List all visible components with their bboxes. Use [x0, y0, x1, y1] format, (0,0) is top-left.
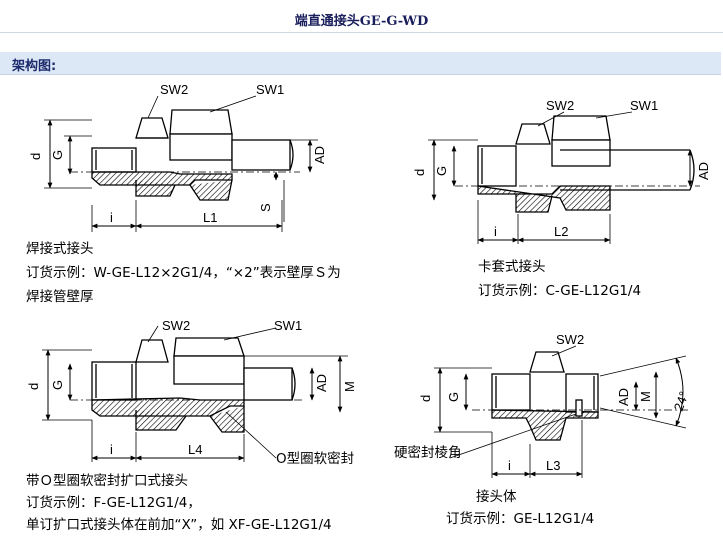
page-title: 端直通接头GE-G-WD — [294, 14, 429, 29]
fig4-order-example: 订货示例：GE-L12G1/4 — [446, 511, 595, 527]
fig1-order-example: 订货示例：W-GE-L12×2G1/4，“×2”表示壁厚Ｓ为 — [26, 265, 341, 281]
fig1-s-label: S — [258, 203, 273, 212]
fig1-i-label: i — [110, 210, 113, 225]
fig2-order-example: 订货示例：C-GE-L12G1/4 — [478, 283, 642, 299]
fig1-note: 焊接管壁厚 — [26, 289, 94, 305]
fig3-sw2-label: SW2 — [162, 318, 190, 333]
fig1-d-label: d — [28, 153, 43, 160]
fig1-sw2-label: SW2 — [160, 82, 188, 97]
fig4-name: 接头体 — [476, 489, 517, 505]
fig4-ad-label: AD — [616, 388, 631, 406]
fig3-l4-label: L4 — [188, 442, 202, 457]
fig2-drawing — [428, 111, 700, 244]
fig4-m-label: M — [638, 391, 653, 402]
fig4-angle-label: 24° — [671, 389, 692, 413]
fig4-d-label: d — [418, 395, 433, 402]
fig1-drawing — [44, 95, 318, 232]
fig3-name: 带Ｏ型圈软密封扩口式接头 — [26, 473, 188, 489]
fig3-i-label: i — [110, 442, 113, 457]
fig3-d-label: d — [26, 383, 41, 390]
fig2-g-label: G — [434, 166, 449, 176]
fig4-g-label: G — [446, 392, 461, 402]
fig1-name: 焊接式接头 — [26, 241, 94, 257]
fig2-sw2-label: SW2 — [546, 98, 574, 113]
fig1-l1-label: L1 — [203, 210, 217, 225]
fig4-drawing — [434, 345, 690, 478]
fig4-sw2-label: SW2 — [556, 332, 584, 347]
fig3-order-example: 订货示例：F-GE-L12G1/4， — [26, 495, 201, 511]
fig2-l2-label: L2 — [554, 224, 568, 239]
fig2-i-label: i — [494, 224, 497, 239]
fig3-sw1-label: SW1 — [274, 318, 302, 333]
fig2-ad-label: AD — [696, 162, 711, 180]
fig2-d-label: d — [412, 169, 427, 176]
fig4-l3-label: L3 — [546, 458, 560, 473]
fig3-callout: O型圈软密封 — [276, 451, 355, 467]
fig3-g-label: G — [50, 380, 65, 390]
section-header: 架构图: — [0, 52, 721, 75]
fig3-m-label: M — [342, 381, 357, 392]
fig2-sw1-label: SW1 — [630, 98, 658, 113]
fig4-i-label: i — [508, 458, 511, 473]
fig3-drawing — [42, 325, 348, 462]
section-label: 架构图: — [12, 59, 57, 74]
fig1-sw1-label: SW1 — [256, 82, 284, 97]
fig3-note: 单订扩口式接头体在前加“X”，如 XF-GE-L12G1/4 — [26, 517, 332, 533]
fig3-ad-label: AD — [314, 374, 329, 392]
fig2-name: 卡套式接头 — [478, 259, 546, 275]
title-divider — [0, 32, 723, 33]
fig1-g-label: G — [50, 150, 65, 160]
fig4-callout: 硬密封棱角 — [394, 445, 462, 461]
fig1-ad-label: AD — [312, 146, 327, 164]
